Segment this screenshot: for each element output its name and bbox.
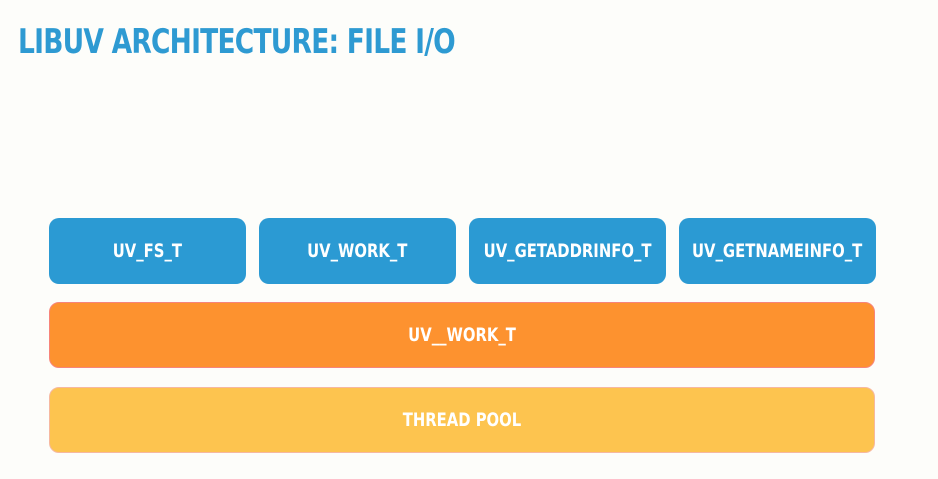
- uv-getnameinfo-t-box: UV_GETNAMEINFO_T: [679, 218, 876, 284]
- uv-fs-t-label: UV_FS_T: [112, 240, 183, 262]
- thread-pool-layer: THREAD POOL: [49, 387, 875, 453]
- uv-getaddrinfo-t-label: UV_GETADDRINFO_T: [483, 240, 652, 262]
- slide-title: LIBUV ARCHITECTURE: FILE I/O: [18, 22, 456, 62]
- uv-getaddrinfo-t-box: UV_GETADDRINFO_T: [469, 218, 666, 284]
- uv-work-t-box: UV_WORK_T: [259, 218, 456, 284]
- uv-work-t-label: UV_WORK_T: [307, 240, 408, 262]
- uv-fs-t-box: UV_FS_T: [49, 218, 246, 284]
- uv-internal-work-t-label: UV__WORK_T: [408, 324, 516, 346]
- uv-internal-work-t-layer: UV__WORK_T: [49, 302, 875, 368]
- thread-pool-label: THREAD POOL: [402, 409, 522, 431]
- uv-getnameinfo-t-label: UV_GETNAMEINFO_T: [692, 240, 863, 262]
